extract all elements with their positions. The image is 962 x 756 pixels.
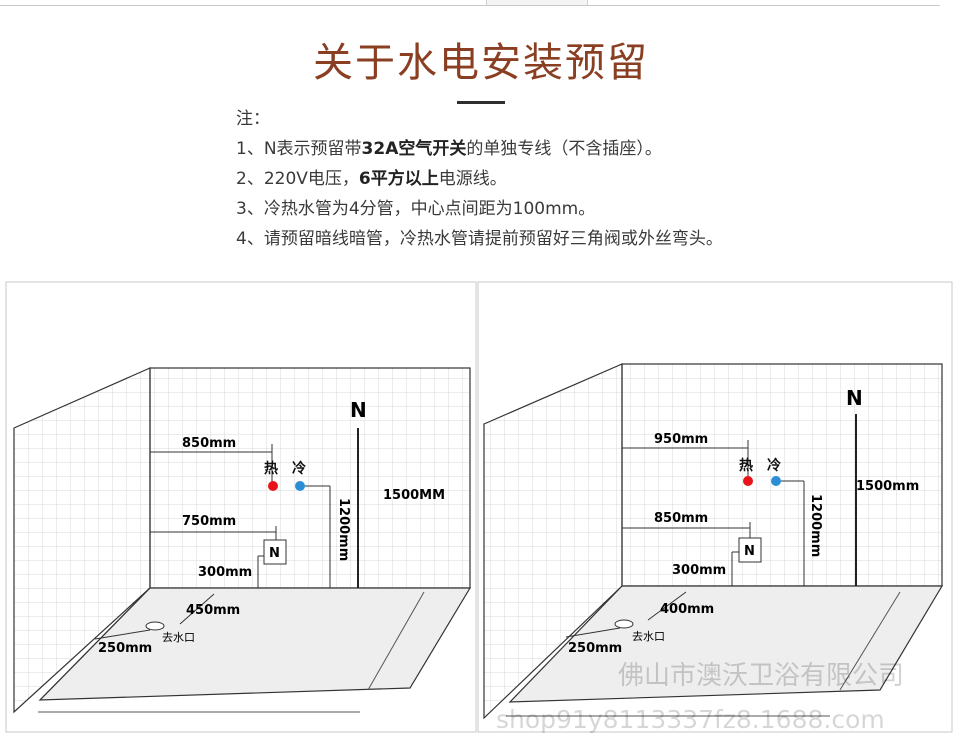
watermark-url: shop91y8113337fz8.1688.com (496, 705, 885, 734)
cold-pipe-dot (771, 476, 781, 486)
dim-n-floor: 300mm (672, 563, 726, 578)
top-bar (0, 0, 962, 6)
floor (508, 585, 944, 703)
hot-pipe-dot (743, 476, 753, 486)
note-item: 2、220V电压，6平方以上电源线。 (236, 169, 507, 189)
socket-box (738, 537, 762, 563)
dim-height-water: 1200mm (336, 498, 351, 561)
dim-drain-back: 450mm (186, 603, 240, 618)
notes-heading: 注： (236, 109, 270, 129)
dim-height-n: 1500MM (383, 488, 445, 503)
title-underline (457, 101, 505, 104)
watermark-company: 佛山市澳沃卫浴有限公司 (618, 661, 904, 691)
dim-height-n: 1500mm (856, 479, 919, 494)
dim-hot: 850mm (182, 436, 236, 451)
diagram-panels: N 1500MM 850mm 热 冷 1200mm 750mm N 300mm … (5, 281, 953, 734)
back-wall (149, 367, 471, 589)
drain-label: 去水口 (162, 631, 195, 644)
floor-edge (39, 587, 151, 701)
socket-label: N (744, 544, 755, 559)
hot-label: 热 (264, 460, 278, 477)
cold-pipe-dot (295, 481, 305, 491)
dim-height-water: 1200mm (808, 494, 823, 557)
hot-label: 热 (739, 457, 753, 474)
n-label: N (350, 398, 367, 422)
diagram-left: N 1500MM 850mm 热 冷 1200mm 750mm N 300mm … (5, 281, 477, 733)
hot-pipe-dot (268, 481, 278, 491)
n-label: N (846, 386, 863, 410)
drain-icon (614, 619, 634, 629)
diagram-right: N 1500mm 950mm 热 冷 1200mm 850mm N 300mm … (477, 281, 953, 733)
cold-label: 冷 (292, 460, 306, 477)
dim-drain-back: 400mm (660, 602, 714, 617)
dim-drain-side: 250mm (568, 641, 622, 656)
note-item: 3、冷热水管为4分管，中心点间距为100mm。 (236, 199, 596, 219)
socket-box (263, 539, 287, 565)
dim-n-floor: 300mm (198, 565, 252, 580)
dim-hot: 950mm (654, 432, 708, 447)
cold-label: 冷 (767, 457, 781, 474)
drain-icon (145, 621, 165, 631)
back-wall (621, 363, 943, 587)
dim-drain-side: 250mm (98, 641, 152, 656)
top-rule (0, 5, 940, 6)
dim-n: 750mm (182, 514, 236, 529)
page-title: 关于水电安装预留 (313, 40, 649, 86)
socket-label: N (269, 546, 280, 561)
drain-label: 去水口 (632, 630, 665, 643)
dim-n: 850mm (654, 511, 708, 526)
notes-block: 注： 1、N表示预留带32A空气开关的单独专线（不含插座）。 2、220V电压，… (236, 104, 723, 254)
note-item: 1、N表示预留带32A空气开关的单独专线（不含插座）。 (236, 139, 662, 159)
note-item: 4、请预留暗线暗管，冷热水管请提前预留好三角阀或外丝弯头。 (236, 229, 723, 249)
